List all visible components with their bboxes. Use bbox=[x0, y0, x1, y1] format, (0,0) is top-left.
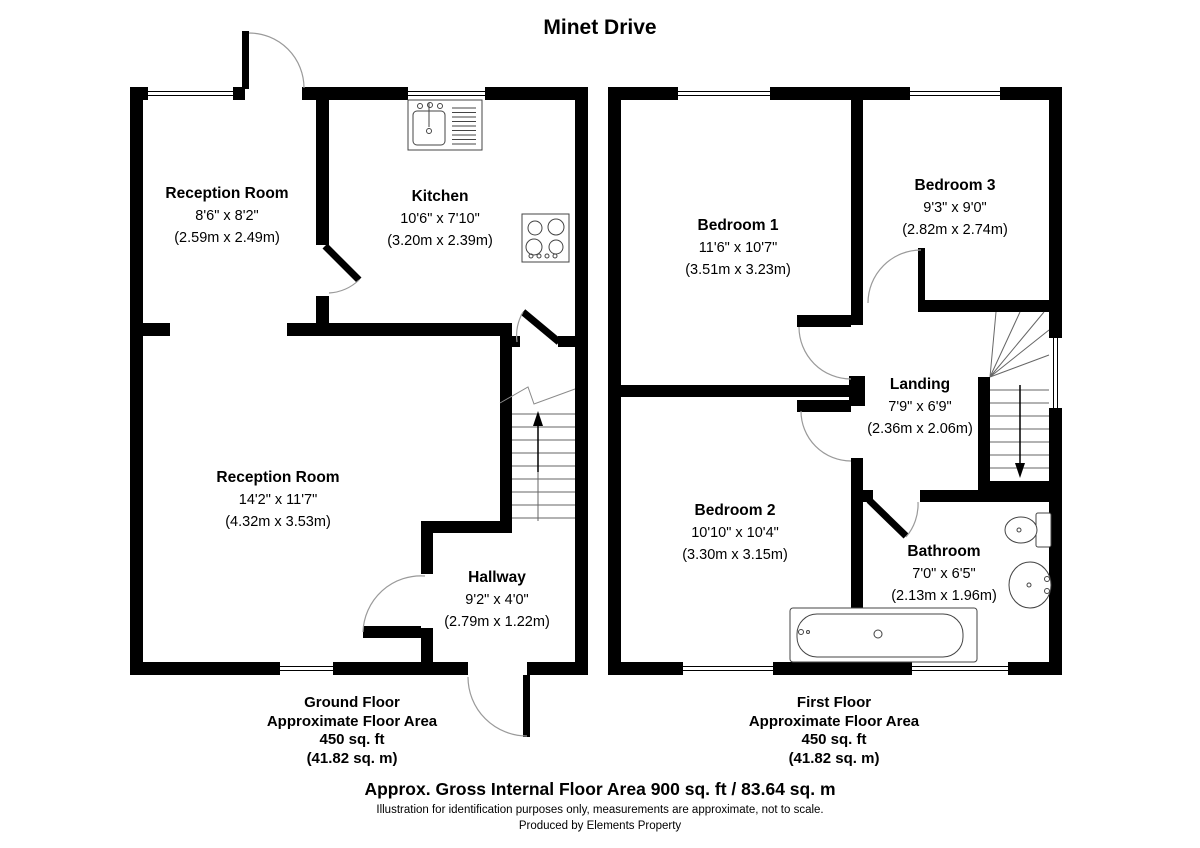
first-floor-windows bbox=[678, 87, 1062, 675]
room-name: Reception Room bbox=[216, 469, 340, 486]
toilet-symbol bbox=[1004, 512, 1052, 548]
room-dim-imperial: 8'6" x 8'2" bbox=[195, 208, 259, 224]
room-label-bathroom: Bathroom 7'0" x 6'5" (2.13m x 1.96m) bbox=[891, 541, 997, 607]
door-icon bbox=[467, 675, 530, 737]
stairs-up-arrow-icon bbox=[533, 411, 543, 472]
bathtub-symbol bbox=[789, 607, 978, 663]
window-icon bbox=[148, 87, 233, 100]
door-icon bbox=[797, 315, 852, 380]
room-dim-imperial: 11'6" x 10'7" bbox=[698, 240, 778, 256]
ground-floor-walls bbox=[130, 87, 588, 675]
room-dim-imperial: 7'0" x 6'5" bbox=[912, 566, 976, 582]
door-icon bbox=[797, 400, 852, 462]
door-icon bbox=[242, 31, 305, 89]
window-icon bbox=[910, 87, 1000, 100]
room-label-bedroom-1: Bedroom 1 11'6" x 10'7" (3.51m x 3.23m) bbox=[685, 215, 791, 281]
door-icon bbox=[322, 243, 362, 294]
room-name: Hallway bbox=[468, 569, 526, 586]
room-dim-imperial: 10'10" x 10'4" bbox=[691, 525, 779, 541]
floor-area-m: (41.82 sq. m) bbox=[306, 749, 398, 767]
floor-area-label: Approximate Floor Area bbox=[266, 712, 438, 730]
kitchen-sink-symbol bbox=[407, 99, 483, 151]
window-icon bbox=[1049, 338, 1062, 408]
door-icon bbox=[516, 309, 562, 345]
room-dim-imperial: 9'3" x 9'0" bbox=[923, 200, 987, 216]
room-label-bedroom-3: Bedroom 3 9'3" x 9'0" (2.82m x 2.74m) bbox=[902, 175, 1008, 241]
floor-name: Ground Floor bbox=[304, 694, 400, 711]
floor-name: First Floor bbox=[796, 694, 872, 711]
floor-area-ft: 450 sq. ft bbox=[319, 731, 385, 748]
ground-floor-summary: Ground Floor Approximate Floor Area 450 … bbox=[267, 694, 437, 768]
room-dim-imperial: 7'9" x 6'9" bbox=[888, 399, 952, 415]
ground-floor-plan bbox=[130, 31, 588, 737]
room-name: Landing bbox=[889, 376, 951, 393]
room-name: Kitchen bbox=[411, 188, 469, 205]
room-label-hallway: Hallway 9'2" x 4'0" (2.79m x 1.22m) bbox=[444, 567, 550, 633]
door-icon bbox=[867, 248, 925, 304]
room-label-landing: Landing 7'9" x 6'9" (2.36m x 2.06m) bbox=[867, 374, 973, 440]
page-title: Minet Drive bbox=[543, 16, 657, 39]
room-dim-metric: (3.20m x 2.39m) bbox=[387, 233, 493, 249]
room-dim-metric: (3.51m x 3.23m) bbox=[685, 262, 791, 278]
room-label-reception-room-2: Reception Room 14'2" x 11'7" (4.32m x 3.… bbox=[216, 467, 339, 533]
door-icon bbox=[866, 497, 919, 539]
gross-internal-area: Approx. Gross Internal Floor Area 900 sq… bbox=[364, 779, 836, 799]
disclaimer-text: Illustration for identification purposes… bbox=[376, 804, 824, 816]
washbasin-symbol bbox=[1008, 561, 1052, 609]
first-floor-doors bbox=[797, 248, 925, 539]
room-dim-imperial: 14'2" x 11'7" bbox=[238, 492, 318, 508]
floor-area-m: (41.82 sq. m) bbox=[788, 749, 880, 767]
first-floor-stairs bbox=[989, 311, 1050, 478]
room-name: Bedroom 2 bbox=[694, 502, 776, 519]
first-floor-summary: First Floor Approximate Floor Area 450 s… bbox=[749, 694, 919, 768]
producer-text: Produced by Elements Property bbox=[518, 820, 682, 832]
first-floor-plan bbox=[608, 87, 1062, 675]
room-dim-metric: (3.30m x 3.15m) bbox=[682, 547, 788, 563]
room-dim-metric: (2.59m x 2.49m) bbox=[174, 230, 280, 246]
room-dim-metric: (2.82m x 2.74m) bbox=[902, 222, 1008, 238]
window-icon bbox=[678, 87, 770, 100]
room-dim-imperial: 9'2" x 4'0" bbox=[465, 592, 529, 608]
room-dim-metric: (2.13m x 1.96m) bbox=[891, 588, 997, 604]
floor-area-ft: 450 sq. ft bbox=[801, 731, 867, 748]
room-name: Bedroom 1 bbox=[697, 217, 779, 234]
door-icon bbox=[362, 575, 426, 638]
stairs-down-arrow-icon bbox=[1015, 385, 1025, 478]
window-icon bbox=[280, 662, 333, 675]
room-name: Bathroom bbox=[907, 543, 981, 560]
ground-floor-windows bbox=[148, 87, 485, 675]
room-dim-metric: (2.36m x 2.06m) bbox=[867, 421, 973, 437]
floor-area-label: Approximate Floor Area bbox=[748, 712, 920, 730]
room-name: Bedroom 3 bbox=[914, 177, 996, 194]
ground-floor-doors bbox=[242, 31, 562, 737]
window-icon bbox=[912, 662, 1008, 675]
room-label-kitchen: Kitchen 10'6" x 7'10" (3.20m x 2.39m) bbox=[387, 186, 493, 252]
room-dim-imperial: 10'6" x 7'10" bbox=[400, 211, 480, 227]
room-name: Reception Room bbox=[165, 185, 289, 202]
room-label-reception-room-1: Reception Room 8'6" x 8'2" (2.59m x 2.49… bbox=[165, 183, 288, 249]
room-dim-metric: (4.32m x 3.53m) bbox=[225, 514, 331, 530]
room-dim-metric: (2.79m x 1.22m) bbox=[444, 614, 550, 630]
window-icon bbox=[683, 662, 773, 675]
ground-floor-openings bbox=[245, 87, 527, 675]
window-icon bbox=[408, 87, 485, 100]
hob-symbol bbox=[521, 213, 570, 263]
room-label-bedroom-2: Bedroom 2 10'10" x 10'4" (3.30m x 3.15m) bbox=[682, 500, 788, 566]
ground-floor-stairs bbox=[499, 386, 576, 521]
